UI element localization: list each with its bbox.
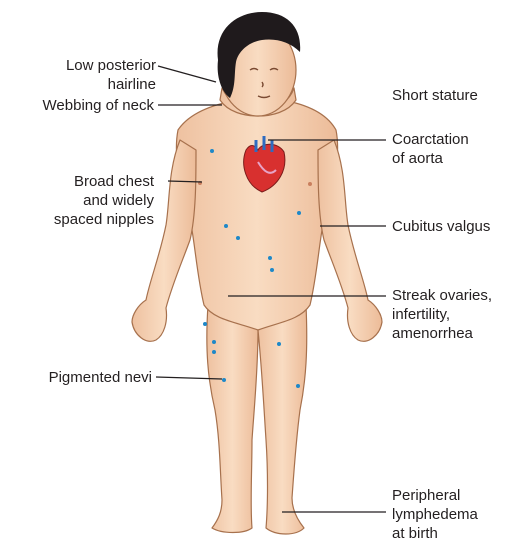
label-line: Broad chest <box>54 172 154 191</box>
label-coarctation: Coarctation of aorta <box>392 130 469 168</box>
label-broad-chest: Broad chest and widely spaced nipples <box>54 172 154 229</box>
label-pigmented-nevi: Pigmented nevi <box>49 368 152 387</box>
left-leg <box>207 305 258 533</box>
right-arm <box>318 140 382 341</box>
label-line: at birth <box>392 524 478 543</box>
label-line: and widely <box>54 191 154 210</box>
label-streak-ovaries: Streak ovaries, infertility, amenorrhea <box>392 286 492 343</box>
label-line: Coarctation <box>392 130 469 149</box>
label-line: Pigmented nevi <box>49 368 152 387</box>
right-leg <box>258 305 307 534</box>
label-line: infertility, <box>392 305 492 324</box>
label-line: Low posterior <box>66 56 156 75</box>
label-line: of aorta <box>392 149 469 168</box>
leader-hairline <box>158 66 216 82</box>
label-line: spaced nipples <box>54 210 154 229</box>
label-line: Streak ovaries, <box>392 286 492 305</box>
child-figure <box>132 24 382 534</box>
label-line: amenorrhea <box>392 324 492 343</box>
label-line: Cubitus valgus <box>392 217 490 236</box>
label-line: lymphedema <box>392 505 478 524</box>
left-arm <box>132 140 196 341</box>
label-short-stature: Short stature <box>392 86 478 105</box>
label-line: Short stature <box>392 86 478 105</box>
label-line: Webbing of neck <box>43 96 154 115</box>
label-low-posterior-hairline: Low posterior hairline <box>66 56 156 94</box>
label-line: hairline <box>66 75 156 94</box>
label-webbing-of-neck: Webbing of neck <box>43 96 154 115</box>
label-peripheral-lymphedema: Peripheral lymphedema at birth <box>392 486 478 543</box>
label-line: Peripheral <box>392 486 478 505</box>
label-cubitus-valgus: Cubitus valgus <box>392 217 490 236</box>
